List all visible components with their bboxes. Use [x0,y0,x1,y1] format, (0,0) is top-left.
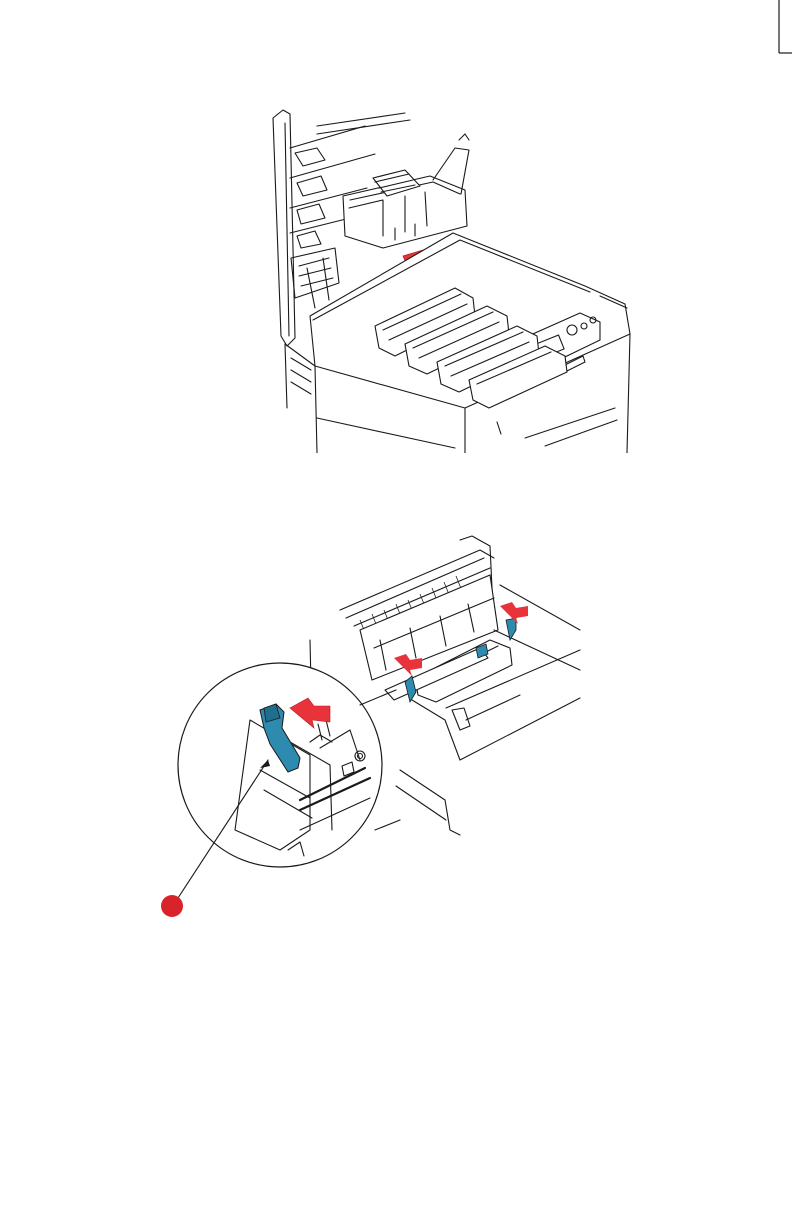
printer-fuser-insertion-illustration [255,108,640,453]
callout-red-dot-icon [161,895,183,917]
fuser-locking-lever-illustration [160,530,600,925]
